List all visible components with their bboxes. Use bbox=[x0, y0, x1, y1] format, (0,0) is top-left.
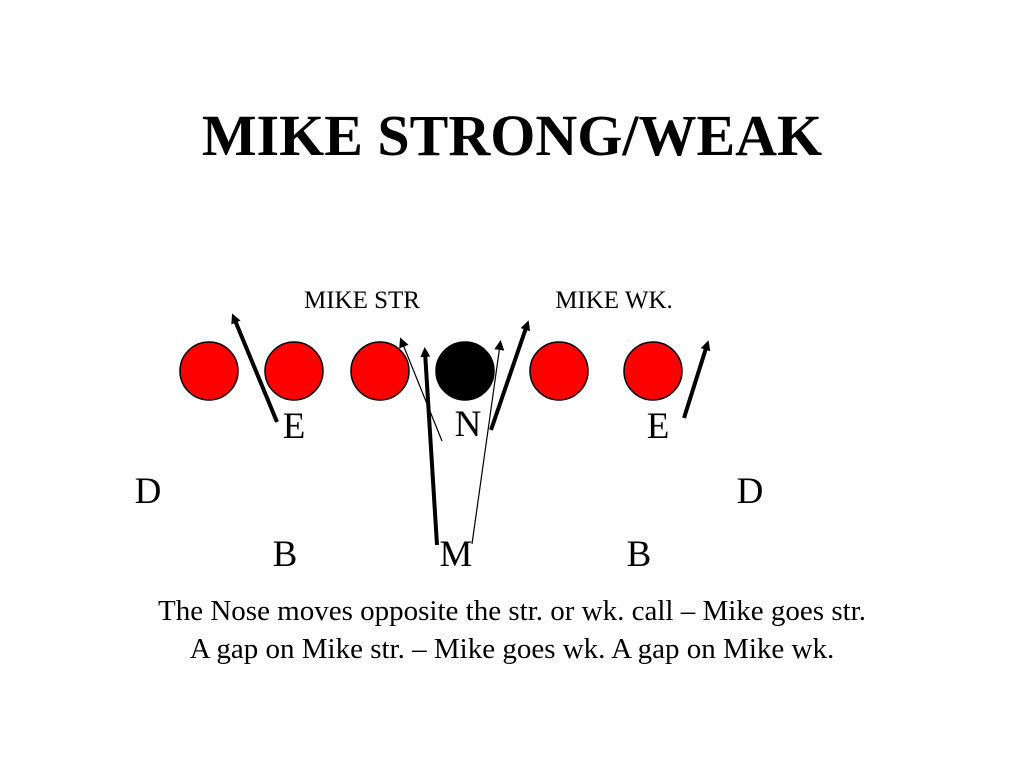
mike-weak-label: MIKE WK. bbox=[555, 287, 673, 314]
nose-strong-path bbox=[399, 337, 443, 442]
defensive-end-left: E bbox=[283, 406, 306, 447]
offensive-lineman bbox=[623, 341, 683, 401]
backer-left: B bbox=[273, 534, 298, 575]
mike-weak-path bbox=[471, 340, 505, 545]
left-end-arrow bbox=[231, 313, 279, 423]
backer-right: B bbox=[627, 534, 652, 575]
offensive-lineman bbox=[264, 341, 324, 401]
slide-title: MIKE STRONG/WEAK bbox=[201, 103, 823, 168]
mike-backer: M bbox=[440, 534, 473, 575]
play-diagram: MIKE STR MIKE WK. E N E D D B M B bbox=[135, 287, 764, 575]
defensive-end-right: E bbox=[647, 406, 670, 447]
nose-weak-arrow bbox=[489, 320, 531, 431]
offensive-lineman bbox=[529, 341, 589, 401]
slide-caption: The Nose moves opposite the str. or wk. … bbox=[0, 592, 1024, 668]
offensive-lineman bbox=[350, 341, 410, 401]
offensive-center bbox=[435, 341, 495, 401]
defensive-tackle-left: D bbox=[135, 471, 162, 512]
right-end-arrow bbox=[682, 340, 711, 419]
mike-strong-label: MIKE STR bbox=[304, 287, 420, 314]
caption-line: The Nose moves opposite the str. or wk. … bbox=[158, 595, 866, 627]
defensive-nose: N bbox=[455, 404, 482, 445]
mike-strong-arrow bbox=[420, 347, 439, 546]
offensive-lineman bbox=[179, 341, 239, 401]
defensive-tackle-right: D bbox=[737, 471, 764, 512]
caption-line: A gap on Mike str. – Mike goes wk. A gap… bbox=[189, 633, 835, 665]
